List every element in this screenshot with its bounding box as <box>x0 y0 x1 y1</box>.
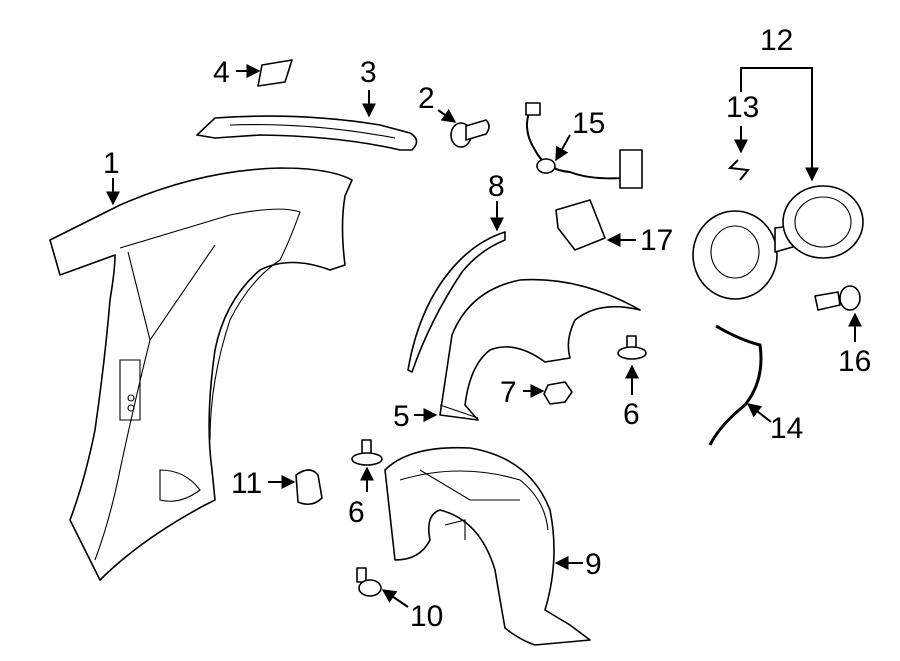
tube-part-14 <box>708 324 763 446</box>
callout-8: 8 <box>488 170 505 203</box>
liner-part-9 <box>384 446 591 646</box>
callout-4: 4 <box>213 56 230 89</box>
clip-part-6b <box>351 439 383 466</box>
quarter-panel-part <box>49 167 353 581</box>
bracket-part-4 <box>257 59 293 87</box>
leader-12 <box>740 67 819 182</box>
harness-part-15 <box>525 102 643 189</box>
bolt-part-16 <box>814 285 861 311</box>
callout-14: 14 <box>770 412 803 445</box>
callout-1: 1 <box>103 147 120 180</box>
module-part-17 <box>555 199 606 251</box>
nut-part-7 <box>543 381 573 405</box>
spring-part-13 <box>727 159 750 181</box>
callout-3: 3 <box>360 56 377 89</box>
callout-15: 15 <box>572 107 605 140</box>
rail-part-3 <box>196 115 418 151</box>
callout-2: 2 <box>418 82 435 115</box>
callout-6a: 6 <box>623 398 640 431</box>
fender-part-5 <box>439 278 641 421</box>
clip-part-6a <box>617 335 647 360</box>
bolt-part-10 <box>356 567 382 597</box>
callout-11: 11 <box>231 467 262 500</box>
leader-10 <box>381 589 409 608</box>
callout-10: 10 <box>410 600 443 633</box>
leader-14 <box>746 403 772 423</box>
bolt-part-2 <box>450 119 490 148</box>
callout-17: 17 <box>640 224 673 257</box>
leader-15 <box>555 134 571 162</box>
callout-6b: 6 <box>348 496 365 529</box>
leader-2 <box>437 109 457 123</box>
bumper-part-11 <box>295 469 323 506</box>
callout-13: 13 <box>726 91 759 124</box>
fuel-door-part-12 <box>692 185 864 300</box>
callout-12: 12 <box>760 24 793 57</box>
moulding-part-8 <box>407 231 506 373</box>
callout-5: 5 <box>393 400 410 433</box>
callout-9: 9 <box>585 548 602 581</box>
callout-16: 16 <box>838 345 871 378</box>
callout-7: 7 <box>500 376 517 409</box>
